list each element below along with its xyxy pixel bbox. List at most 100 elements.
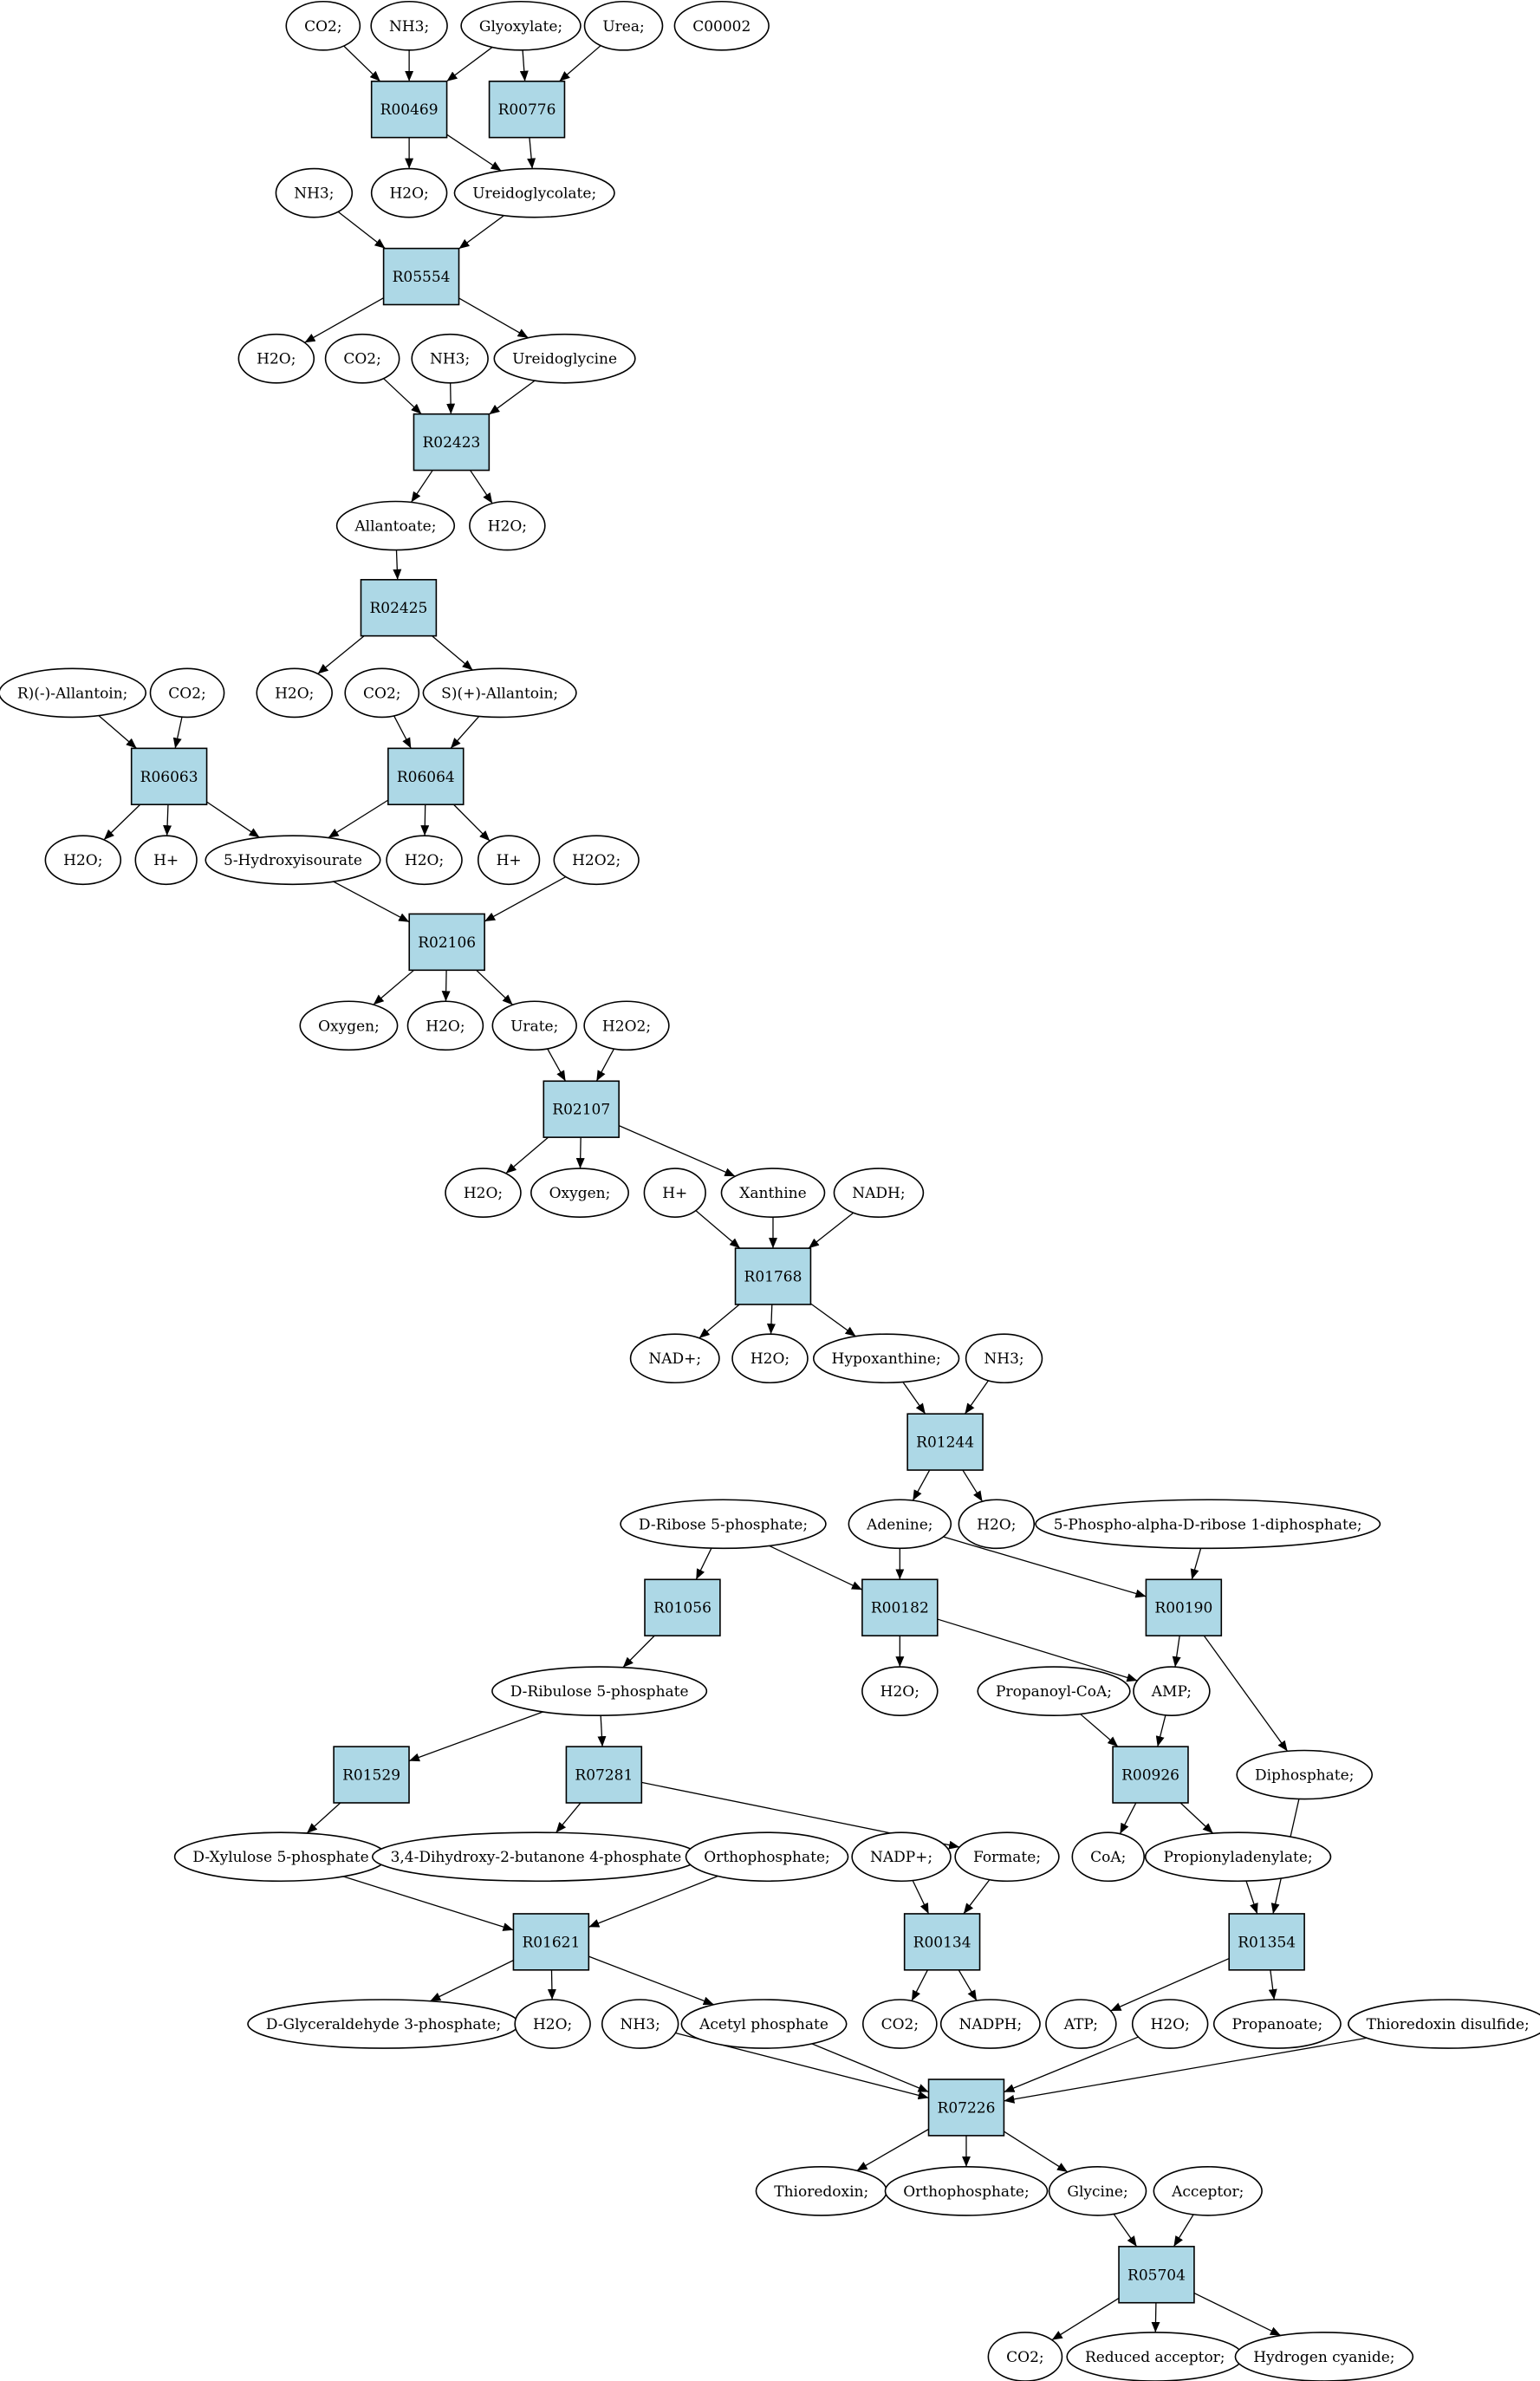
edge-arrow [337,211,386,250]
compound-node: Thioredoxin disulfide; [1348,1999,1540,2049]
compound-label: Orthophosphate; [903,2183,1029,2201]
compound-node: H+ [134,835,198,886]
reaction-label: R00469 [380,101,439,119]
edge-arrow [1155,1714,1166,1747]
compound-node: Acetyl phosphate [680,1999,848,2049]
compound-ellipse [491,1666,708,1716]
compound-node: CO2; [324,333,400,384]
edge-arrow [575,1137,585,1169]
reaction-label: R00134 [913,1934,971,1951]
edge-arrow [963,1879,991,1915]
compound-node: NADH; [833,1168,925,1218]
edge-arrow [958,1969,978,2001]
edge-arrow [393,550,402,580]
compound-label: H2O; [977,1516,1016,1533]
compound-label: Diphosphate; [1255,1767,1354,1785]
compound-label: ATP; [1063,2016,1098,2033]
compound-ellipse [149,667,225,719]
compound-node: ATP; [1045,1999,1117,2049]
compound-ellipse [620,1499,827,1550]
edge-arrow [527,137,536,169]
compound-ellipse [685,1831,849,1883]
compound-ellipse [324,333,400,384]
compound-label: NADPH; [958,2016,1022,2033]
compound-node: Glycine; [1048,2166,1147,2216]
compound-ellipse [1048,2166,1147,2216]
compound-node: Xanthine [720,1168,826,1218]
compound-node: NADP+; [851,1831,952,1883]
reaction-label: R02106 [418,934,476,952]
reaction-box [734,1247,812,1305]
edge-arrow [1173,2214,1194,2248]
compound-label: CoA; [1090,1849,1126,1866]
edge-arrow [172,717,183,749]
compound-ellipse [851,1831,952,1883]
compound-label: Glycine; [1067,2183,1127,2201]
reaction-node: R01354 [1228,1913,1305,1971]
reaction-node: R00182 [861,1578,939,1636]
reaction-label: R00190 [1154,1600,1212,1617]
compound-ellipse [861,1666,939,1716]
compound-ellipse [477,835,541,886]
edge-arrow [476,969,514,1005]
reaction-node: R00134 [903,1913,981,1971]
edge-arrow [547,1969,556,2000]
reaction-box [1145,1578,1223,1636]
reaction-box [408,913,485,972]
reaction-node: R01244 [906,1413,984,1471]
compound-node: C00002 [673,0,770,51]
compound-label: Propionyladenylate; [1163,1849,1312,1866]
compound-label: Ureidoglycolate; [472,185,596,203]
compound-label: H2O; [1151,2016,1190,2033]
edge-arrow [505,1136,549,1174]
compound-ellipse [583,0,664,51]
compound-label: Propanoate; [1231,2016,1322,2033]
edge-arrow [695,1547,712,1580]
reaction-label: R07226 [938,2099,996,2117]
reaction-node: R06063 [130,747,208,806]
compound-label: NH3; [621,2016,660,2033]
edge-arrow [1190,1548,1202,1580]
compound-label: R)(-)-Allantoin; [17,685,128,702]
compound-label: Adenine; [866,1516,932,1533]
reaction-node: R00469 [370,80,448,139]
compound-ellipse [601,1999,679,2049]
compound-node: CO2; [861,1999,938,2049]
edge-arrow [470,470,493,504]
compound-node: Urate; [491,1000,577,1051]
edge-arrow [1179,1802,1214,1834]
edge-arrow [618,1125,736,1177]
compound-node: Glyoxylate; [460,0,582,51]
compound-ellipse [344,667,420,719]
edge-arrow [373,969,415,1005]
compound-label: CO2; [304,18,342,36]
edge-arrow [430,1960,514,2002]
compound-ellipse [411,333,489,384]
compound-ellipse [965,1333,1043,1384]
compound-label: Acetyl phosphate [699,2016,828,2033]
compound-node: H2O2; [553,835,640,886]
compound-label: CO2; [363,685,401,702]
edge-arrow [1004,2131,1069,2173]
reaction-box [333,1746,410,1804]
edge-arrow [458,215,504,250]
edge-arrow [1004,2036,1139,2093]
compound-node: H2O; [469,500,546,551]
reaction-box [861,1578,939,1636]
compound-ellipse [44,835,122,886]
compound-label: H+ [662,1185,687,1202]
compound-node: H2O; [237,333,315,384]
edge-arrow [559,45,601,82]
edge-arrow [410,470,433,503]
reaction-label: R05554 [393,269,451,286]
edge-arrow [699,1304,740,1339]
edge-arrow [383,378,422,415]
edge-arrow [1080,1713,1119,1747]
compound-label: Hypoxanthine; [832,1350,941,1368]
compound-ellipse [958,1499,1036,1550]
compound-ellipse [1071,1831,1145,1883]
reaction-label: R02423 [422,434,480,452]
compound-label: 5-Phospho-alpha-D-ribose 1-diphosphate; [1054,1516,1362,1533]
compound-ellipse [731,1333,809,1384]
edge-arrow [343,45,381,82]
